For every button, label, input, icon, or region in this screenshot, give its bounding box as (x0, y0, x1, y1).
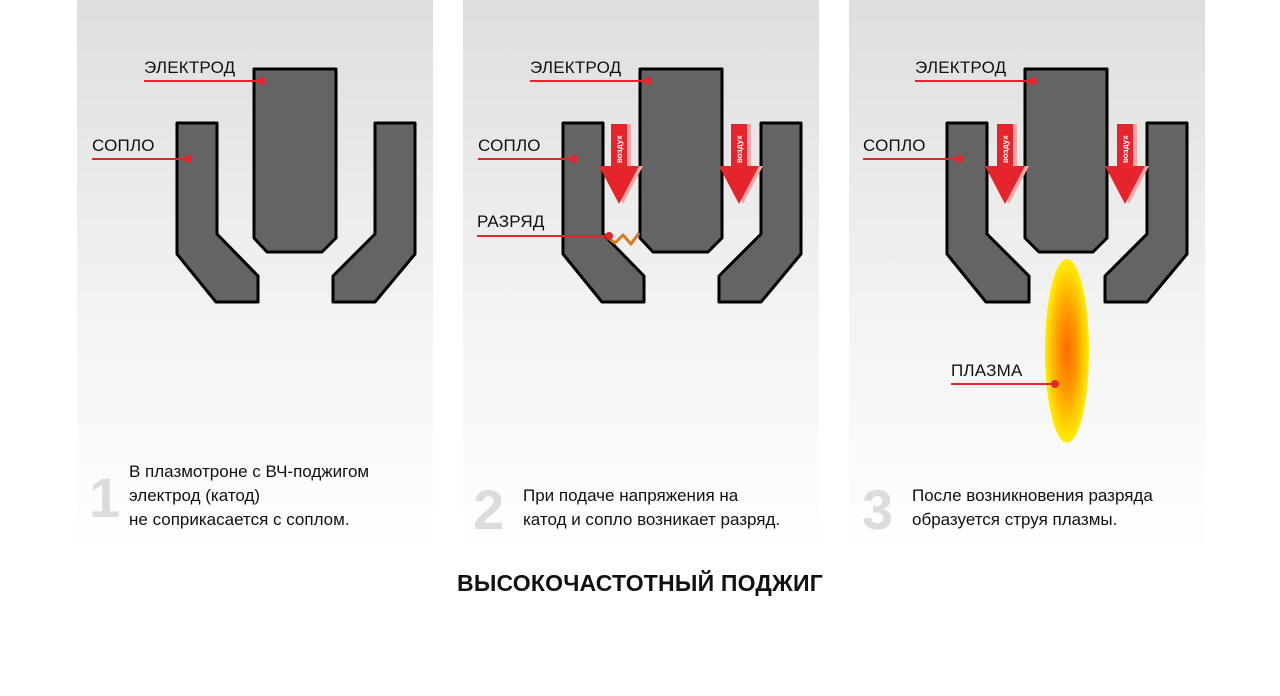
air-arrow-right: воздух (719, 124, 763, 204)
nozzle-leader (92, 158, 188, 160)
electrode-leader-dot (1029, 77, 1037, 85)
step-number: 1 (89, 466, 121, 529)
nozzle-left (561, 121, 646, 304)
nozzle-leader-dot (570, 155, 578, 163)
nozzle-leader (863, 158, 959, 160)
step-line: После возникновения разряда (912, 486, 1153, 505)
discharge-leader (477, 235, 609, 237)
nozzle-left (175, 121, 260, 304)
air-arrow-left: воздух (985, 124, 1029, 204)
discharge-leader-dot (605, 232, 613, 240)
step-line: При подаче напряжения на (523, 486, 739, 505)
panel-step-2: воздух воздух ЭЛЕКТРОД СОПЛО РАЗРЯД 2 Пр… (463, 0, 819, 552)
step-line: В плазмотроне с ВЧ-поджигом (129, 462, 370, 481)
electrode-label: ЭЛЕКТРОД (915, 58, 1007, 77)
nozzle-leader-dot (184, 155, 192, 163)
step-description: После возникновения разряда образуется с… (912, 484, 1153, 532)
nozzle-label: СОПЛО (863, 136, 926, 155)
discharge-label: РАЗРЯД (477, 212, 545, 231)
nozzle-left (945, 121, 1031, 304)
step-number: 2 (473, 478, 505, 541)
air-label: воздух (615, 135, 624, 163)
step-line: электрод (катод) (129, 486, 261, 505)
torch-diagram-2: воздух воздух (561, 67, 803, 304)
electrode-leader-dot (644, 77, 652, 85)
plasma-leader (951, 383, 1055, 385)
air-arrow-right: воздух (1105, 124, 1149, 204)
panel-step-1: ЭЛЕКТРОД СОПЛО 1 В плазмотроне с ВЧ-подж… (77, 0, 433, 552)
electrode-leader (144, 80, 262, 82)
nozzle-right (717, 121, 803, 304)
plasma-jet (1045, 259, 1089, 443)
electrode-leader (530, 80, 648, 82)
air-label: воздух (1121, 135, 1130, 163)
plasma-label: ПЛАЗМА (951, 361, 1023, 380)
air-label: воздух (735, 135, 744, 163)
electrode-label: ЭЛЕКТРОД (144, 58, 236, 77)
electrode (252, 67, 338, 254)
air-label: воздух (1001, 135, 1010, 163)
torch-diagram-3: воздух воздух (945, 67, 1189, 443)
plasma-leader-dot (1051, 380, 1059, 388)
nozzle-leader (478, 158, 574, 160)
step-line: катод и сопло возникает разряд. (523, 510, 781, 529)
page-title: ВЫСОКОЧАСТОТНЫЙ ПОДЖИГ (457, 570, 823, 596)
nozzle-label: СОПЛО (92, 136, 155, 155)
electrode (1023, 67, 1109, 254)
nozzle-label: СОПЛО (478, 136, 541, 155)
step-number: 3 (862, 478, 894, 541)
nozzle-right (1103, 121, 1189, 304)
nozzle-right (331, 121, 417, 304)
panel-step-3: воздух воздух ЭЛЕКТРОД СОПЛО ПЛАЗМА 3 По… (849, 0, 1205, 552)
discharge-spark (606, 232, 641, 246)
air-arrow-left: воздух (599, 124, 643, 204)
step-line: образуется струя плазмы. (912, 510, 1118, 529)
step-description: В плазмотроне с ВЧ-поджигом электрод (ка… (129, 460, 369, 532)
electrode-leader-dot (258, 77, 266, 85)
electrode (638, 67, 724, 254)
step-line: не соприкасается с соплом. (129, 510, 350, 529)
electrode-leader (915, 80, 1033, 82)
step-description: При подаче напряжения на катод и сопло в… (523, 484, 780, 532)
nozzle-leader-dot (955, 155, 963, 163)
electrode-label: ЭЛЕКТРОД (530, 58, 622, 77)
torch-diagram-1 (175, 67, 417, 304)
